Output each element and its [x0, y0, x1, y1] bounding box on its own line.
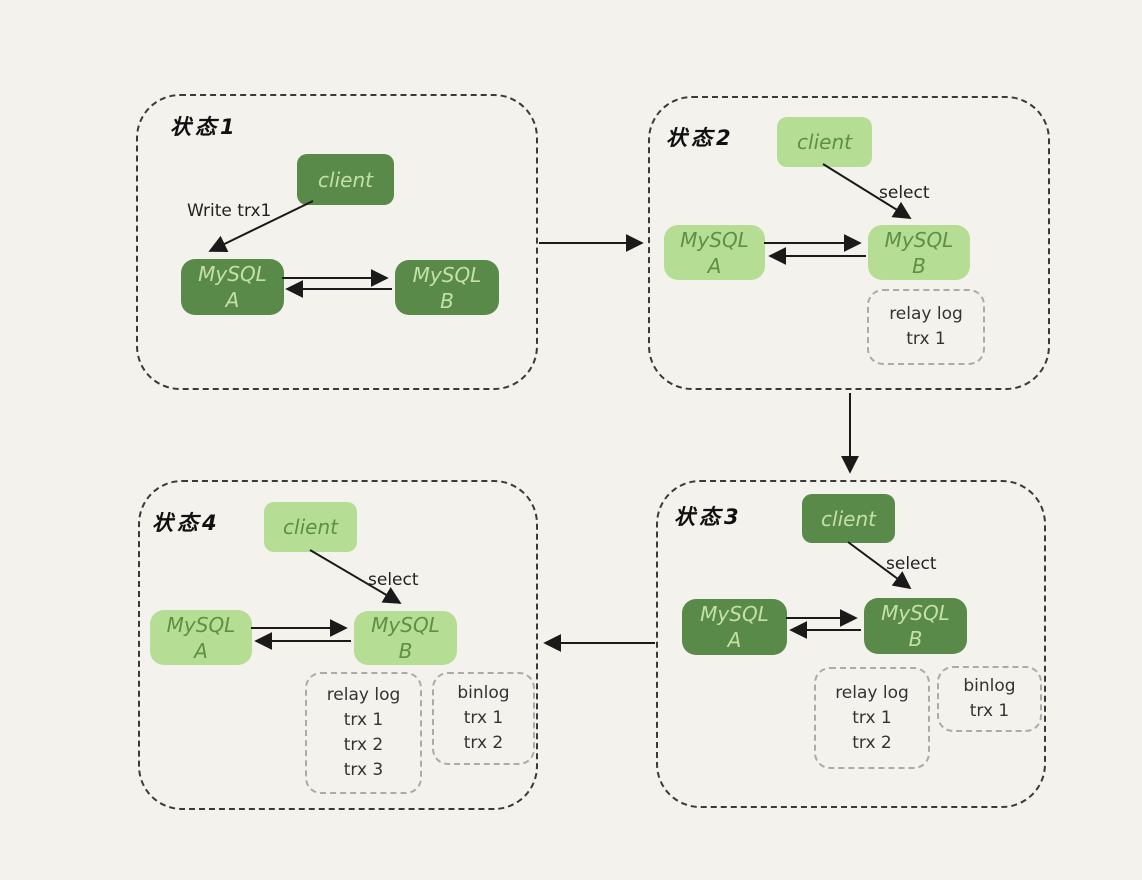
state-3-binlog-box: binlog trx 1 — [937, 666, 1042, 732]
state-2-title: 状态2 — [666, 126, 735, 150]
relay-log-entry: trx 2 — [852, 732, 892, 753]
relay-log-title: relay log — [835, 682, 909, 703]
relay-log-title: relay log — [889, 304, 963, 324]
state-3-select-label: select — [886, 554, 937, 574]
mysql-b-label-line2: B — [912, 253, 926, 278]
state-4-mysql-b-box: MySQL B — [354, 611, 457, 665]
state-4-panel: 状态4 client select MySQL A MySQL B relay … — [138, 480, 538, 810]
state-1-client-label: client — [318, 167, 373, 192]
mysql-a-label-line1: MySQL — [700, 602, 769, 626]
state-1-title: 状态1 — [170, 115, 239, 139]
state-4-title: 状态4 — [152, 511, 221, 535]
binlog-title: binlog — [963, 676, 1016, 696]
state-1-mysql-a-box: MySQL A — [181, 259, 284, 315]
state-3-mysql-b-box: MySQL B — [864, 598, 967, 654]
state-2-client-label: client — [797, 130, 852, 154]
binlog-entry: trx 1 — [463, 708, 504, 728]
relay-log-entry: trx 1 — [852, 707, 892, 728]
mysql-a-label-line2: A — [225, 288, 240, 312]
state-2-relay-log-box: relay log trx 1 — [867, 289, 985, 365]
relay-log-entry: trx 1 — [343, 710, 384, 730]
state-4-relay-log-box: relay log trx 1 trx 2 trx 3 — [305, 672, 422, 794]
state-3-mysql-a-box: MySQL A — [682, 599, 787, 655]
state-4-mysql-a-box: MySQL A — [150, 610, 252, 665]
state-3-client-box: client — [802, 494, 895, 543]
mysql-b-label-line1: MySQL — [881, 601, 950, 625]
state-2-select-label: select — [879, 183, 930, 203]
mysql-a-label-line1: MySQL — [680, 227, 749, 252]
binlog-entry: trx 1 — [969, 701, 1010, 721]
relay-log-title: relay log — [326, 685, 401, 705]
mysql-a-label-line2: A — [194, 638, 208, 663]
mysql-b-label-line1: MySQL — [884, 227, 954, 252]
state-1-mysql-b-box: MySQL B — [395, 260, 499, 315]
mysql-a-label-line2: A — [727, 628, 742, 652]
state-3-relay-log-box: relay log trx 1 trx 2 — [814, 667, 930, 769]
state-3-panel: 状态3 client select MySQL A MySQL B relay … — [656, 480, 1046, 808]
state-4-binlog-box: binlog trx 1 trx 2 — [432, 672, 535, 765]
mysql-b-label-line1: MySQL — [412, 262, 482, 287]
relay-log-entry: trx 2 — [343, 735, 384, 755]
mysql-a-label-line2: A — [707, 253, 722, 278]
state-3-client-label: client — [821, 506, 876, 531]
binlog-entry: trx 2 — [463, 733, 504, 753]
relay-log-entry: trx 1 — [906, 329, 946, 349]
state-1-panel: 状态1 client Write trx1 MySQL A MySQL B — [136, 94, 538, 390]
state-2-client-box: client — [777, 117, 872, 167]
mysql-b-label-line2: B — [440, 288, 454, 313]
state-2-mysql-a-box: MySQL A — [664, 225, 765, 280]
mysql-b-label-line2: B — [398, 639, 413, 663]
binlog-title: binlog — [457, 683, 510, 703]
relay-log-entry: trx 3 — [343, 760, 384, 780]
state-4-client-box: client — [264, 502, 357, 552]
state-4-client-label: client — [283, 515, 338, 539]
state-2-mysql-b-box: MySQL B — [868, 225, 970, 280]
mysql-b-label-line2: B — [908, 627, 923, 651]
state-4-select-label: select — [368, 570, 419, 590]
mysql-a-label-line1: MySQL — [166, 612, 236, 637]
state-2-panel: 状态2 client select MySQL A MySQL B relay … — [648, 96, 1050, 390]
state-1-write-trx1-label: Write trx1 — [187, 201, 272, 221]
state-3-title: 状态3 — [674, 505, 743, 529]
state-1-client-box: client — [297, 154, 394, 205]
mysql-b-label-line1: MySQL — [371, 613, 440, 637]
mysql-a-label-line1: MySQL — [198, 262, 267, 286]
